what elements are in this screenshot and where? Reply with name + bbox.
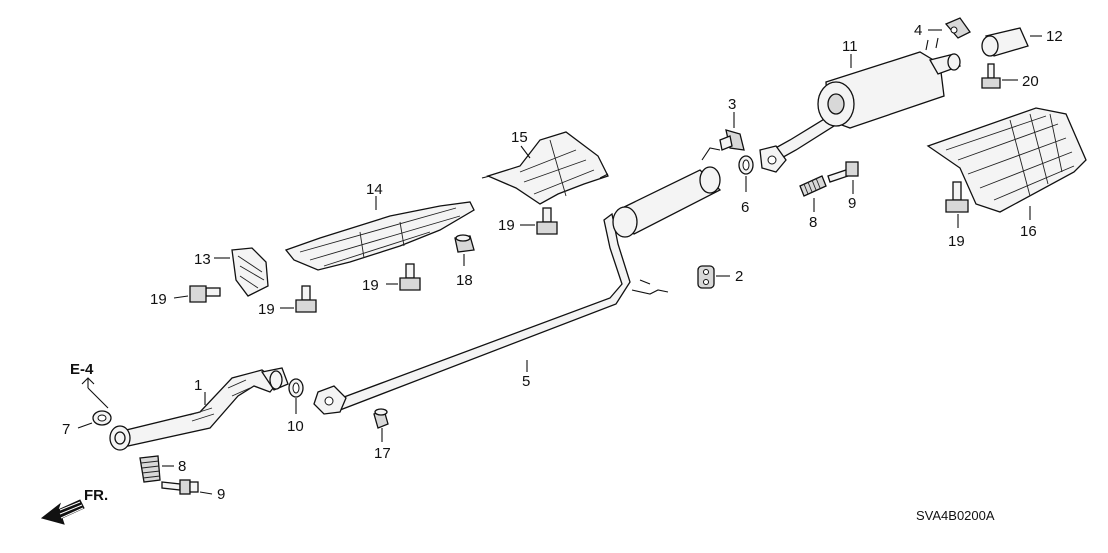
callout-16: 16 bbox=[1020, 223, 1037, 240]
callout-8-upper: 8 bbox=[809, 214, 817, 231]
nut-18-part[interactable] bbox=[454, 234, 475, 253]
callout-11: 11 bbox=[842, 38, 858, 55]
callout-9-lower: 9 bbox=[217, 486, 225, 503]
pre-muffler-part[interactable] bbox=[612, 147, 722, 238]
callout-3: 3 bbox=[728, 96, 736, 113]
callout-10: 10 bbox=[287, 418, 304, 435]
tail-finisher-12-part[interactable] bbox=[981, 27, 1029, 57]
heat-shield-15-part[interactable] bbox=[481, 131, 609, 205]
diagram-ref-code: SVA4B0200A bbox=[916, 508, 995, 523]
direction-label: FR. bbox=[84, 487, 108, 504]
leader-19-left bbox=[173, 295, 189, 299]
callout-8-lower: 8 bbox=[178, 458, 186, 475]
bolt-9-upper-part[interactable] bbox=[827, 161, 859, 183]
callout-19-center: 19 bbox=[498, 217, 515, 234]
clamp-4-part[interactable] bbox=[944, 17, 971, 39]
callout-9-upper: 9 bbox=[848, 195, 856, 212]
bolt-19-middle-part[interactable] bbox=[399, 263, 421, 291]
section-ref-label[interactable]: E-4 bbox=[70, 361, 94, 378]
callout-19-middle: 19 bbox=[362, 277, 379, 294]
callout-7: 7 bbox=[62, 421, 70, 438]
main-muffler-part[interactable] bbox=[759, 37, 961, 173]
leader-15 bbox=[520, 145, 531, 159]
heat-shield-16-part[interactable] bbox=[926, 107, 1087, 213]
front-direction-arrow-icon bbox=[40, 499, 85, 525]
bolt-19-lower-part[interactable] bbox=[295, 285, 317, 313]
bracket-13-part[interactable] bbox=[231, 247, 269, 297]
section-ref-arrow bbox=[81, 377, 109, 409]
hanger-2-part[interactable] bbox=[697, 265, 715, 289]
callout-6: 6 bbox=[741, 199, 749, 216]
bracket-3-part[interactable] bbox=[719, 129, 745, 151]
callout-19-left: 19 bbox=[150, 291, 167, 308]
center-pipe-part[interactable] bbox=[313, 212, 669, 415]
heat-shield-14-part[interactable] bbox=[284, 201, 475, 271]
bolt-20-part[interactable] bbox=[981, 63, 1001, 89]
spring-8-lower-part[interactable] bbox=[139, 455, 161, 483]
leader-7 bbox=[77, 422, 93, 429]
callout-17: 17 bbox=[374, 445, 391, 462]
callout-19-right: 19 bbox=[948, 233, 965, 250]
front-pipe-part[interactable] bbox=[109, 367, 289, 451]
bolt-9-lower-part[interactable] bbox=[161, 479, 199, 495]
callout-12: 12 bbox=[1046, 28, 1063, 45]
bolt-19-left-part[interactable] bbox=[189, 285, 221, 303]
bolt-19-center-part[interactable] bbox=[536, 207, 558, 235]
leader-9-lower bbox=[199, 491, 213, 495]
callout-5: 5 bbox=[522, 373, 530, 390]
callout-15: 15 bbox=[511, 129, 528, 146]
callout-1: 1 bbox=[194, 377, 202, 394]
gasket-10-part[interactable] bbox=[288, 378, 304, 398]
rubber-mount-17-part[interactable] bbox=[373, 408, 389, 429]
callout-2: 2 bbox=[735, 268, 743, 285]
callout-14: 14 bbox=[366, 181, 383, 198]
gasket-6-part[interactable] bbox=[738, 155, 754, 175]
bolt-19-right-part[interactable] bbox=[945, 181, 969, 213]
callout-18: 18 bbox=[456, 272, 473, 289]
callout-13: 13 bbox=[194, 251, 211, 268]
callout-4: 4 bbox=[914, 22, 922, 39]
callout-20: 20 bbox=[1022, 73, 1039, 90]
spring-8-upper-part[interactable] bbox=[799, 175, 827, 197]
gasket-7-part[interactable] bbox=[92, 410, 112, 426]
callout-19-lower: 19 bbox=[258, 301, 275, 318]
